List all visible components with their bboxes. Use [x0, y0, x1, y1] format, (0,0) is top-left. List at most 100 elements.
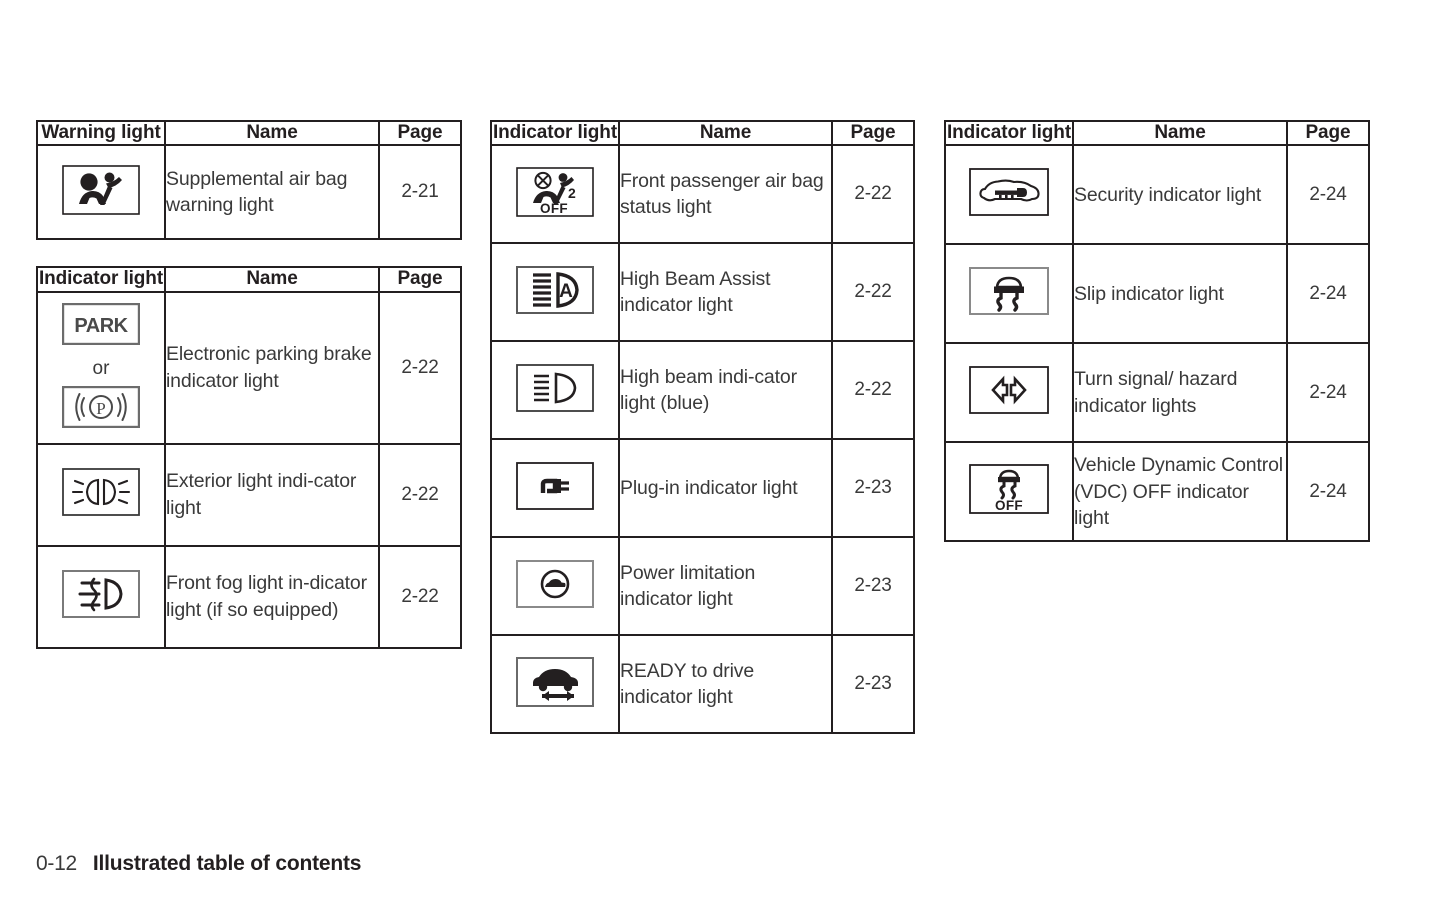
exterior-light-icon	[62, 468, 140, 517]
icon-cell: A	[490, 242, 620, 343]
row-name: Front fog light in-dicator light (if so …	[164, 544, 380, 649]
icon-cell	[36, 544, 166, 649]
icon-cell	[490, 536, 620, 637]
table-row: Turn signal/ hazard indicator lights 2-2…	[944, 342, 1370, 444]
row-page: 2-22	[831, 242, 915, 343]
row-name: Front passenger air bag status light	[618, 144, 833, 245]
plug-in-icon	[516, 462, 594, 510]
vdc-off-icon: OFF	[969, 464, 1049, 515]
table-row: Plug-in indicator light 2-23	[490, 438, 915, 539]
row-page: 2-22	[378, 442, 462, 547]
high-beam-assist-letter: A	[559, 281, 573, 302]
right-column: Indicator light Name Page	[944, 119, 1370, 543]
icon-cell	[36, 442, 166, 547]
table-header-row: Warning light Name Page	[36, 119, 462, 147]
front-passenger-air-bag-status-icon: 2 OFF	[516, 167, 594, 217]
row-name: Turn signal/ hazard indicator lights	[1072, 342, 1288, 444]
column-header-name: Name	[164, 119, 380, 147]
column-header-indicator-light: Indicator light	[490, 119, 620, 147]
column-header-page: Page	[378, 119, 462, 147]
indicator-light-table-1: Indicator light Name Page PARK or	[36, 266, 462, 649]
row-name: READY to drive indicator light	[618, 634, 833, 735]
table-row: Power limitation indicator light 2-23	[490, 536, 915, 637]
table-row: 2 OFF Front passenger air bag status lig…	[490, 144, 915, 245]
slip-indicator-icon	[969, 267, 1049, 316]
icon-cell	[944, 243, 1074, 345]
high-beam-icon	[516, 364, 594, 412]
row-name: Slip indicator light	[1072, 243, 1288, 345]
warning-light-table: Warning light Name Page	[36, 119, 462, 241]
supplemental-air-bag-warning-icon	[62, 165, 140, 215]
row-page: 2-23	[831, 634, 915, 735]
svg-text:PARK: PARK	[74, 315, 128, 337]
svg-text:P: P	[96, 399, 105, 418]
table-row: OFF Vehicle Dynamic Control (VDC) OFF in…	[944, 441, 1370, 543]
icon-cell	[490, 438, 620, 539]
row-name: Exterior light indi-cator light	[164, 442, 380, 547]
row-name: Vehicle Dynamic Control (VDC) OFF indica…	[1072, 441, 1288, 543]
row-page: 2-21	[378, 144, 462, 241]
table-row: READY to drive indicator light 2-23	[490, 634, 915, 735]
icon-cell: PARK or P	[36, 290, 166, 445]
electronic-parking-brake-p-icon: P	[61, 385, 141, 429]
column-header-name: Name	[618, 119, 833, 147]
table-row: High beam indi-cator light (blue) 2-22	[490, 340, 915, 441]
row-page: 2-22	[378, 290, 462, 445]
icon-cell: 2 OFF	[490, 144, 620, 245]
table-row: Front fog light in-dicator light (if so …	[36, 544, 462, 649]
electronic-parking-brake-park-icon: PARK	[61, 302, 141, 346]
front-fog-light-icon	[62, 570, 140, 619]
row-name: Plug-in indicator light	[618, 438, 833, 539]
table-row: PARK or P	[36, 290, 462, 445]
indicator-light-table-2: Indicator light Name Page	[490, 119, 915, 735]
row-page: 2-22	[831, 340, 915, 441]
row-name: Electronic parking brake indicator light	[164, 290, 380, 445]
column-header-name: Name	[164, 266, 380, 293]
table-header-row: Indicator light Name Page	[944, 119, 1370, 147]
ready-to-drive-icon	[516, 656, 594, 707]
table-row: Security indicator light 2-24	[944, 144, 1370, 246]
row-name: Supplemental air bag warning light	[164, 144, 380, 241]
row-page: 2-23	[831, 438, 915, 539]
icon-cell: OFF	[944, 441, 1074, 543]
high-beam-assist-icon: A	[516, 265, 594, 314]
row-page: 2-22	[831, 144, 915, 245]
page-footer: 0-12 Illustrated table of contents	[36, 852, 361, 876]
row-page: 2-24	[1286, 144, 1370, 246]
icon-separator-or: or	[92, 357, 110, 379]
row-name: High beam indi-cator light (blue)	[618, 340, 833, 441]
row-page: 2-24	[1286, 441, 1370, 543]
icon-cell	[36, 144, 166, 241]
row-name: Power limitation indicator light	[618, 536, 833, 637]
row-name: Security indicator light	[1072, 144, 1288, 246]
power-limitation-icon	[516, 559, 594, 608]
table-row: Slip indicator light 2-24	[944, 243, 1370, 345]
airbag-seat-number: 2	[568, 185, 576, 201]
turn-signal-hazard-icon	[969, 366, 1049, 415]
column-header-name: Name	[1072, 119, 1288, 147]
table-row: Supplemental air bag warning light 2-21	[36, 144, 462, 241]
airbag-off-label: OFF	[540, 201, 568, 216]
middle-column: Indicator light Name Page	[490, 119, 915, 735]
column-header-page: Page	[1286, 119, 1370, 147]
icon-cell	[944, 144, 1074, 246]
column-header-indicator-light: Indicator light	[36, 266, 166, 293]
table-header-row: Indicator light Name Page	[36, 266, 462, 293]
footer-page-number: 0-12	[36, 852, 77, 875]
row-page: 2-22	[378, 544, 462, 649]
icon-cell	[490, 340, 620, 441]
vdc-off-label: OFF	[995, 498, 1023, 513]
icon-cell	[944, 342, 1074, 444]
row-page: 2-24	[1286, 342, 1370, 444]
table-row: Exterior light indi-cator light 2-22	[36, 442, 462, 547]
table-gap	[36, 240, 456, 266]
column-header-indicator-light: Indicator light	[944, 119, 1074, 147]
indicator-light-table-3: Indicator light Name Page	[944, 119, 1370, 543]
table-header-row: Indicator light Name Page	[490, 119, 915, 147]
row-page: 2-23	[831, 536, 915, 637]
security-indicator-icon	[969, 168, 1049, 217]
left-column: Warning light Name Page	[36, 119, 462, 649]
row-page: 2-24	[1286, 243, 1370, 345]
footer-section-title: Illustrated table of contents	[92, 852, 362, 875]
